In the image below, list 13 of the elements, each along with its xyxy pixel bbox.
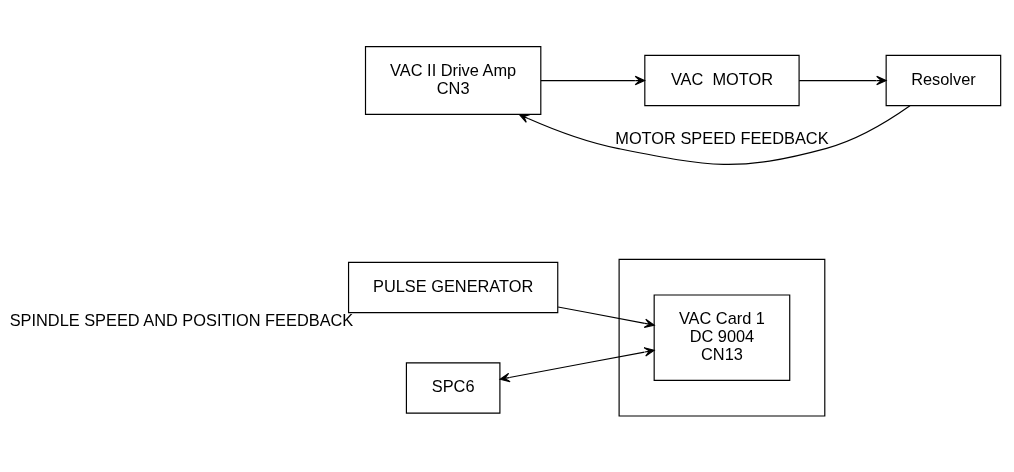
node-box: SPC6: [405, 362, 500, 414]
arrow: [557, 306, 655, 329]
node-box: VAC II Drive Amp CN3: [364, 46, 541, 116]
arrow: [518, 105, 911, 165]
arrow: [499, 347, 655, 383]
node-box: PULSE GENERATOR: [347, 261, 558, 314]
node-box: VAC MOTOR: [643, 54, 800, 107]
edge-label: MOTOR SPEED FEEDBACK: [614, 128, 829, 147]
arrow: [798, 75, 887, 86]
cluster: [618, 258, 825, 417]
node-box: VAC Card 1 DC 9004 CN13: [653, 294, 790, 381]
node-box: Resolver: [885, 54, 1001, 107]
arrow: [539, 75, 645, 86]
